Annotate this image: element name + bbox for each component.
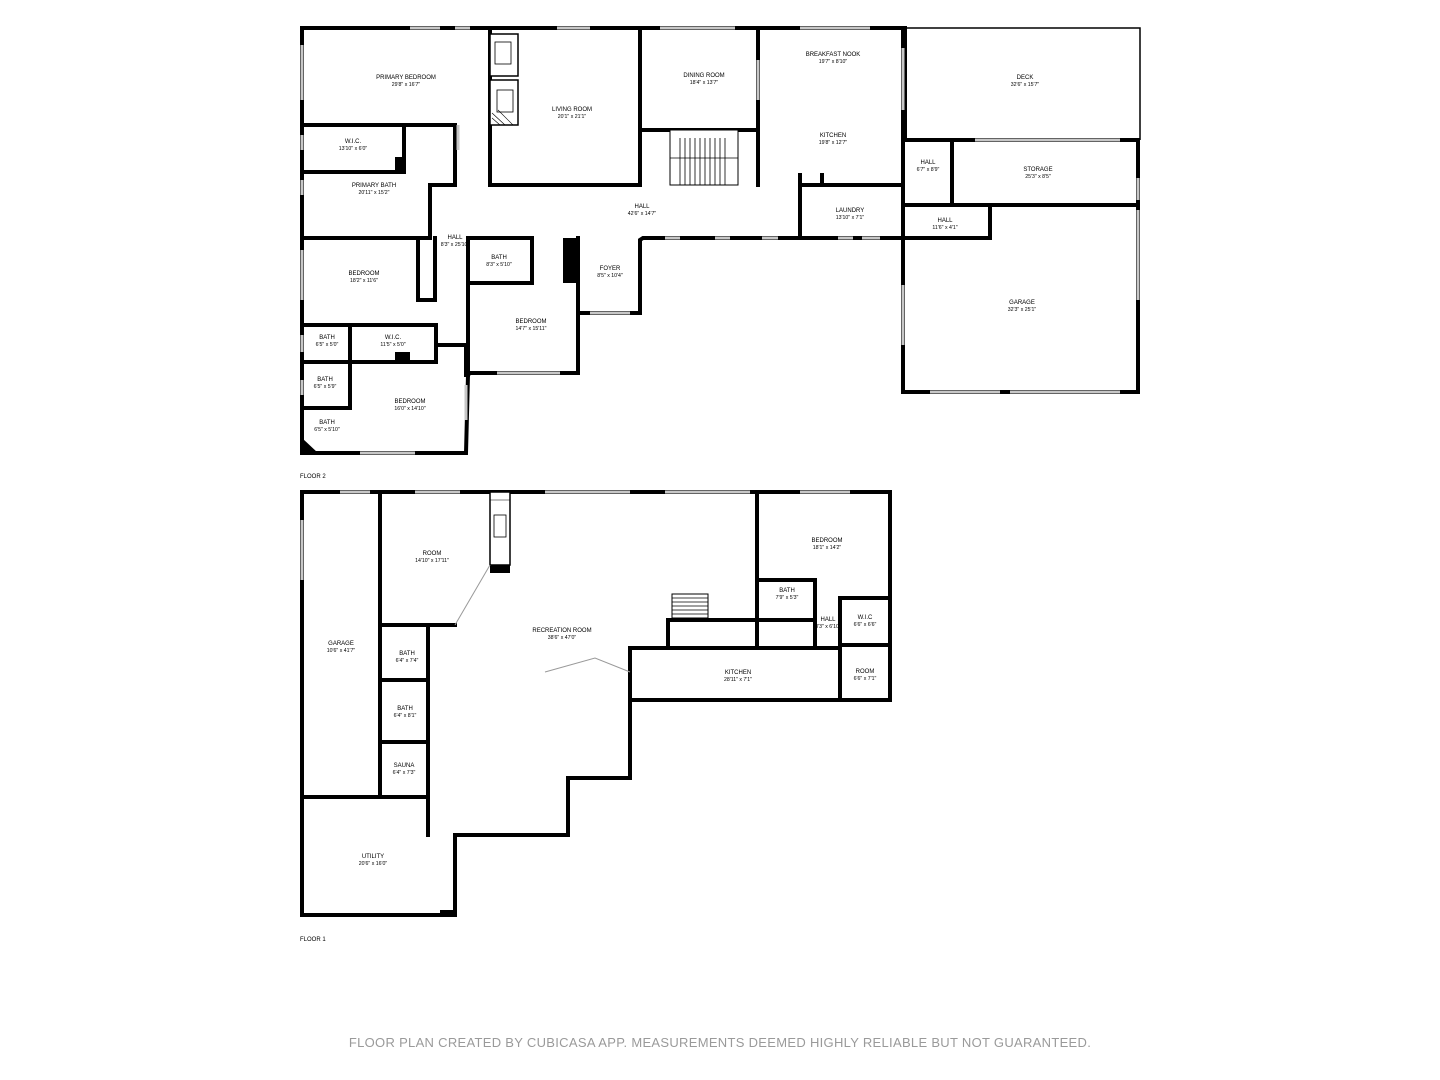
room-name: HALL (937, 218, 953, 224)
room-dimensions: 19'8" x 12'7" (819, 140, 848, 146)
floor-2-windows (300, 26, 1140, 455)
floor-2-outer-wall (300, 26, 1140, 455)
room-dimensions: 6'4" x 7'4" (396, 658, 419, 664)
room-name: W.I.C. (385, 335, 402, 341)
stairs-icon (671, 593, 709, 619)
room-dimensions: 6'6" x 6'6" (854, 622, 877, 628)
room-name: BATH (319, 420, 335, 426)
room-dimensions: 11'6" x 4'1" (932, 225, 957, 231)
room-dimensions: 6'6" x 7'1" (854, 676, 877, 682)
floor-1-solids (440, 565, 510, 915)
room-dimensions: 20'6" x 16'0" (359, 861, 388, 867)
room-dimensions: 32'6" x 15'7" (1011, 82, 1040, 88)
room-dimensions: 20'1" x 21'1" (558, 114, 587, 120)
room-name: STORAGE (1023, 167, 1052, 173)
room-dimensions: 25'3" x 8'5" (1025, 174, 1051, 180)
room-dimensions: 18'1" x 14'2" (813, 545, 842, 551)
room-dimensions: 38'6" x 47'0" (548, 635, 577, 641)
room-name: GARAGE (1009, 300, 1035, 306)
floor-1-plan: ROOM 14'10" x 17'11" BEDROOM 18'1" x 14'… (300, 490, 892, 943)
floor-2-plan: PRIMARY BEDROOM 29'8" x 16'7" LIVING ROO… (300, 26, 1141, 480)
room-dimensions: 14'10" x 17'11" (415, 558, 449, 564)
room-name: W.I.C. (345, 139, 362, 145)
floor-1-interior-walls (300, 490, 892, 837)
room-dimensions: 18'2" x 11'6" (350, 278, 378, 284)
room-dimensions: 16'0" x 14'10" (394, 406, 425, 412)
room-dimensions: 6'5" x 5'0" (316, 342, 339, 348)
room-dimensions: 8'3" x 5'10" (486, 262, 512, 268)
floor-1-label: FLOOR 1 (300, 937, 326, 943)
fireplace-icon (489, 33, 519, 126)
room-name: BEDROOM (811, 538, 842, 544)
room-dimensions: 14'7" x 15'11" (516, 326, 547, 332)
floor-1-outer-wall (300, 490, 892, 917)
room-name: BATH (399, 651, 415, 657)
room-dimensions: 8'5" x 10'4" (597, 273, 623, 279)
room-dimensions: 13'10" x 7'1" (836, 215, 865, 221)
room-name: KITCHEN (725, 670, 751, 676)
room-name: ROOM (423, 551, 442, 557)
room-dimensions: 42'6" x 14'7" (628, 211, 657, 217)
room-name: BEDROOM (394, 399, 425, 405)
room-name: DINING ROOM (683, 73, 724, 79)
room-name: RECREATION ROOM (532, 628, 591, 634)
floor-2-solids (302, 157, 578, 453)
room-dimensions: 32'3" x 25'1" (1008, 307, 1037, 313)
room-name: KITCHEN (820, 133, 846, 139)
room-dimensions: 6'4" x 7'3" (393, 770, 416, 776)
room-name: BREAKFAST NOOK (806, 52, 861, 58)
room-name: BEDROOM (348, 271, 379, 277)
room-dimensions: 6'5" x 5'9" (314, 384, 337, 390)
room-dimensions: 20'11" x 15'2" (359, 190, 390, 196)
room-name: LAUNDRY (836, 208, 865, 214)
room-name: HALL (820, 617, 836, 623)
stairs-icon (669, 129, 739, 186)
floor-2-label: FLOOR 2 (300, 474, 326, 480)
room-dimensions: 28'11" x 7'1" (724, 677, 752, 683)
room-name: LIVING ROOM (552, 107, 592, 113)
room-dimensions: 10'6" x 41'7" (327, 648, 356, 654)
room-dimensions: 8'3" x 25'10" (441, 242, 470, 248)
fireplace-icon (489, 491, 511, 566)
room-dimensions: 6'5" x 5'10" (314, 427, 340, 433)
floor-2-interior-walls (300, 26, 1140, 410)
room-name: SAUNA (394, 763, 415, 769)
room-name: DECK (1017, 75, 1034, 81)
room-name: HALL (920, 160, 936, 166)
deck-outline (905, 27, 1141, 140)
footer-disclaimer: FLOOR PLAN CREATED BY CUBICASA APP. MEAS… (349, 1035, 1091, 1050)
room-dimensions: 3'3" x 6'10" (815, 624, 841, 630)
room-name: BATH (491, 255, 507, 261)
room-dimensions: 29'8" x 16'7" (392, 82, 421, 88)
room-dimensions: 11'5" x 5'0" (380, 342, 405, 348)
room-dimensions: 13'10" x 6'0" (339, 146, 368, 152)
floor-1-labels: ROOM 14'10" x 17'11" BEDROOM 18'1" x 14'… (327, 538, 877, 867)
room-name: FOYER (600, 266, 621, 272)
floor-2-labels: PRIMARY BEDROOM 29'8" x 16'7" LIVING ROO… (314, 52, 1053, 433)
room-name: BATH (397, 706, 413, 712)
room-name: PRIMARY BEDROOM (376, 75, 436, 81)
room-dimensions: 18'4" x 13'7" (690, 80, 719, 86)
room-name: BATH (779, 588, 795, 594)
room-name: HALL (447, 235, 463, 241)
room-name: BATH (319, 335, 335, 341)
floor-1-windows (300, 490, 850, 580)
room-name: HALL (634, 204, 650, 210)
room-name: BEDROOM (515, 319, 546, 325)
room-name: GARAGE (328, 641, 354, 647)
room-dimensions: 7'9" x 5'3" (776, 595, 799, 601)
angled-wall (454, 564, 491, 626)
room-name: W.I.C (858, 615, 873, 621)
angled-partition (544, 657, 631, 673)
room-dimensions: 6'7" x 8'9" (917, 167, 940, 173)
room-name: PRIMARY BATH (352, 183, 396, 189)
room-dimensions: 19'7" x 8'10" (819, 59, 848, 65)
room-dimensions: 6'4" x 8'1" (394, 713, 417, 719)
room-name: ROOM (856, 669, 875, 675)
room-name: UTILITY (362, 854, 384, 860)
room-name: BATH (317, 377, 333, 383)
